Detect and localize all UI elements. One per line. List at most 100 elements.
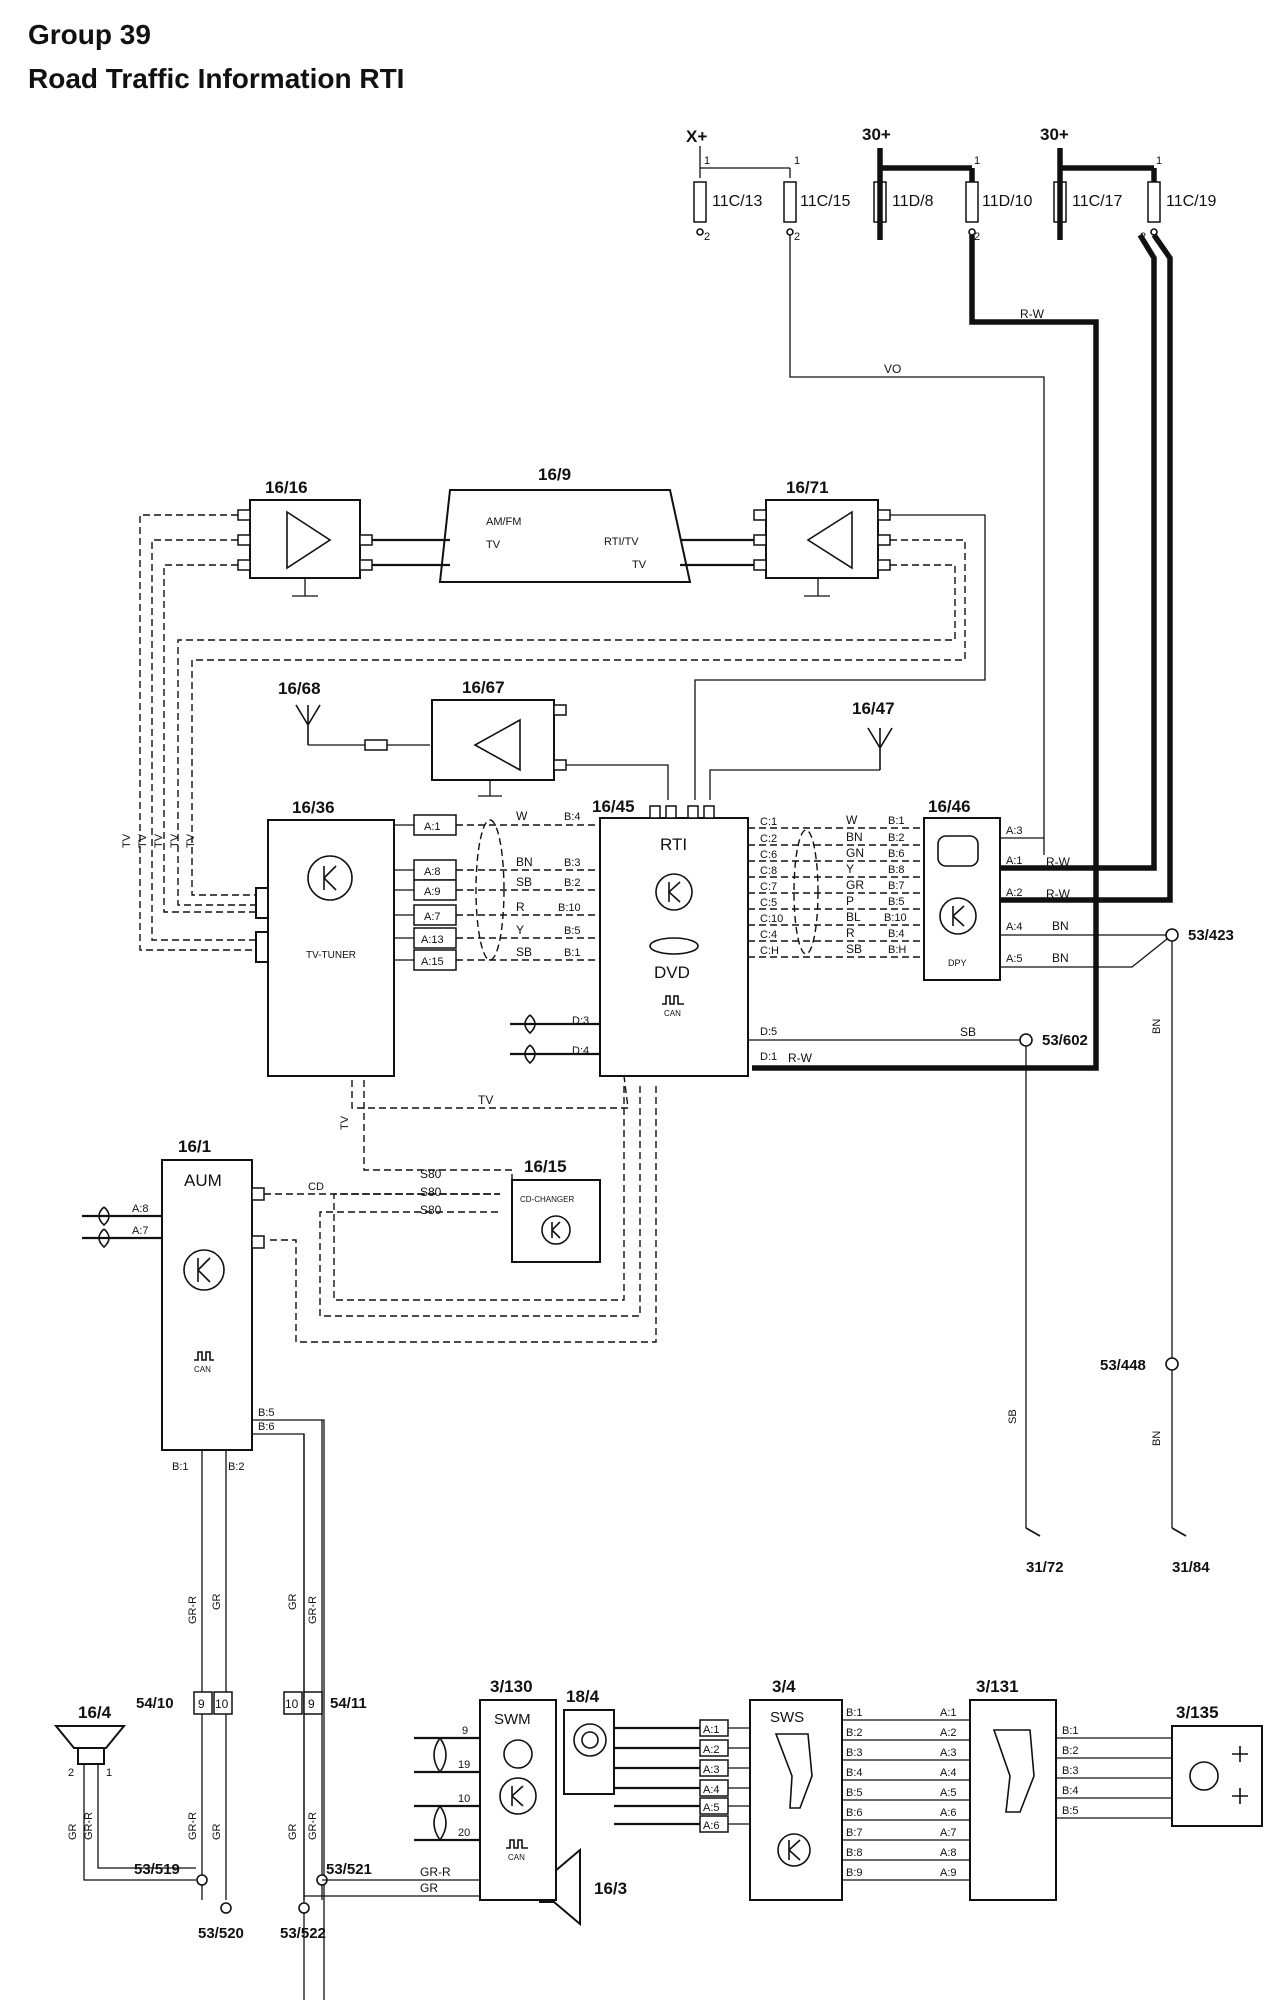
c131-b-wires: B:1 B:2 B:3 B:4 B:5 bbox=[1056, 1725, 1172, 1819]
svg-text:C:6: C:6 bbox=[760, 849, 777, 861]
svg-text:BL: BL bbox=[846, 910, 861, 924]
svg-text:10: 10 bbox=[215, 1697, 229, 1711]
svg-text:B:1: B:1 bbox=[172, 1461, 189, 1473]
svg-text:A:2: A:2 bbox=[703, 1744, 720, 1756]
svg-text:2: 2 bbox=[704, 231, 710, 243]
ground-53-448 bbox=[1165, 1357, 1179, 1371]
fuse-label-11d8: 11D/8 bbox=[892, 193, 934, 210]
svg-text:GR: GR bbox=[211, 1823, 223, 1840]
svg-text:16/16: 16/16 bbox=[265, 478, 308, 497]
svg-text:10: 10 bbox=[285, 1697, 299, 1711]
swm-3-130 bbox=[479, 1699, 557, 1901]
svg-text:SB: SB bbox=[516, 875, 532, 889]
svg-text:B:8: B:8 bbox=[846, 1847, 863, 1859]
svg-text:C:1: C:1 bbox=[760, 816, 777, 828]
fuse-label-11c19: 11C/19 bbox=[1166, 193, 1217, 210]
tuner-rti-wires: W BN SB R Y SB B:4 B:3 B:2 B:10 B:5 B:1 bbox=[456, 809, 600, 961]
svg-text:B:4: B:4 bbox=[888, 928, 905, 940]
svg-text:A:5: A:5 bbox=[703, 1802, 720, 1814]
svg-text:B:7: B:7 bbox=[888, 880, 905, 892]
svg-text:1: 1 bbox=[974, 155, 980, 167]
svg-text:TV: TV bbox=[121, 833, 133, 848]
svg-text:B:4: B:4 bbox=[1062, 1785, 1079, 1797]
svg-text:A:7: A:7 bbox=[132, 1225, 149, 1237]
svg-text:BN: BN bbox=[516, 855, 533, 869]
antenna-amp-16-16 bbox=[249, 499, 361, 579]
svg-text:GR: GR bbox=[211, 1593, 223, 1610]
svg-text:2: 2 bbox=[974, 231, 980, 243]
svg-text:16/4: 16/4 bbox=[78, 1703, 112, 1722]
svg-text:C:5: C:5 bbox=[760, 897, 777, 909]
svg-text:AM/FM: AM/FM bbox=[486, 516, 521, 528]
svg-text:GR: GR bbox=[420, 1881, 438, 1895]
svg-text:A:3: A:3 bbox=[940, 1747, 957, 1759]
svg-text:2: 2 bbox=[68, 1767, 74, 1779]
svg-text:B:4: B:4 bbox=[846, 1767, 863, 1779]
svg-text:A:15: A:15 bbox=[421, 956, 444, 968]
wire-vo bbox=[789, 235, 1045, 855]
svg-text:TV: TV bbox=[478, 1093, 493, 1107]
svg-text:Y: Y bbox=[516, 923, 524, 937]
rti-dpy-wires: W BN GN Y GR P BL R SB B:1 B:2 B:6 B:8 B… bbox=[748, 813, 924, 958]
svg-text:A:3: A:3 bbox=[703, 1764, 720, 1776]
svg-text:B:8: B:8 bbox=[888, 864, 905, 876]
svg-text:SWM: SWM bbox=[494, 1711, 531, 1728]
ground-53-519 bbox=[196, 1874, 208, 1886]
svg-text:16/3: 16/3 bbox=[594, 1879, 627, 1898]
svg-text:GR: GR bbox=[287, 1823, 299, 1840]
svg-text:R-W: R-W bbox=[788, 1051, 813, 1065]
svg-text:R: R bbox=[846, 926, 855, 940]
svg-text:B:H: B:H bbox=[888, 944, 906, 956]
svg-text:W: W bbox=[516, 809, 528, 823]
svg-text:S80: S80 bbox=[420, 1167, 442, 1181]
speaker-16-4 bbox=[53, 1725, 127, 1749]
svg-text:53/521: 53/521 bbox=[326, 1861, 372, 1878]
svg-text:16/1: 16/1 bbox=[178, 1137, 211, 1156]
svg-text:GR-R: GR-R bbox=[187, 1596, 199, 1624]
svg-text:B:1: B:1 bbox=[846, 1707, 863, 1719]
svg-text:TV: TV bbox=[137, 833, 149, 848]
svg-text:19: 19 bbox=[458, 1759, 470, 1771]
svg-text:R-W: R-W bbox=[1046, 855, 1071, 869]
svg-text:16/67: 16/67 bbox=[462, 678, 505, 697]
rti-dvd-unit-16-45 bbox=[599, 817, 749, 1077]
ground-53-522 bbox=[298, 1902, 310, 1914]
svg-text:A:1: A:1 bbox=[1006, 855, 1023, 867]
svg-text:DPY: DPY bbox=[948, 958, 967, 968]
fuse-label-11d10: 11D/10 bbox=[982, 193, 1033, 210]
svg-text:53/519: 53/519 bbox=[134, 1861, 180, 1878]
fuse-label-11c15: 11C/15 bbox=[800, 193, 851, 210]
svg-text:B:5: B:5 bbox=[846, 1787, 863, 1799]
svg-text:3/4: 3/4 bbox=[772, 1677, 796, 1696]
svg-text:A:1: A:1 bbox=[703, 1724, 720, 1736]
svg-text:TV-TUNER: TV-TUNER bbox=[306, 950, 356, 961]
svg-text:SB: SB bbox=[960, 1025, 976, 1039]
svg-text:A:9: A:9 bbox=[424, 886, 441, 898]
svg-text:53/522: 53/522 bbox=[280, 1925, 326, 1942]
svg-text:A:13: A:13 bbox=[421, 934, 444, 946]
svg-text:B:1: B:1 bbox=[564, 947, 581, 959]
svg-text:53/423: 53/423 bbox=[1188, 927, 1234, 944]
svg-text:VO: VO bbox=[884, 362, 901, 376]
amp-16-67 bbox=[431, 699, 555, 781]
svg-text:A:2: A:2 bbox=[1006, 887, 1023, 899]
svg-text:RTI/TV: RTI/TV bbox=[604, 536, 639, 548]
svg-text:B:6: B:6 bbox=[846, 1807, 863, 1819]
svg-text:A:7: A:7 bbox=[424, 911, 441, 923]
page-title: Road Traffic Information RTI bbox=[28, 63, 404, 94]
speaker-16-3 bbox=[553, 1847, 581, 1927]
svg-text:53/602: 53/602 bbox=[1042, 1032, 1088, 1049]
svg-text:A:9: A:9 bbox=[940, 1867, 957, 1879]
switch-3-131 bbox=[969, 1699, 1057, 1901]
svg-text:A:8: A:8 bbox=[940, 1847, 957, 1859]
svg-text:GR-R: GR-R bbox=[83, 1812, 95, 1840]
svg-text:A:4: A:4 bbox=[703, 1784, 720, 1796]
svg-text:B:6: B:6 bbox=[888, 848, 905, 860]
x-plus-label: X+ bbox=[686, 127, 707, 146]
ground-53-602 bbox=[1019, 1033, 1033, 1047]
svg-text:B:2: B:2 bbox=[564, 877, 581, 889]
svg-text:3/131: 3/131 bbox=[976, 1677, 1019, 1696]
svg-text:C:4: C:4 bbox=[760, 929, 777, 941]
svg-text:B:6: B:6 bbox=[258, 1421, 275, 1433]
